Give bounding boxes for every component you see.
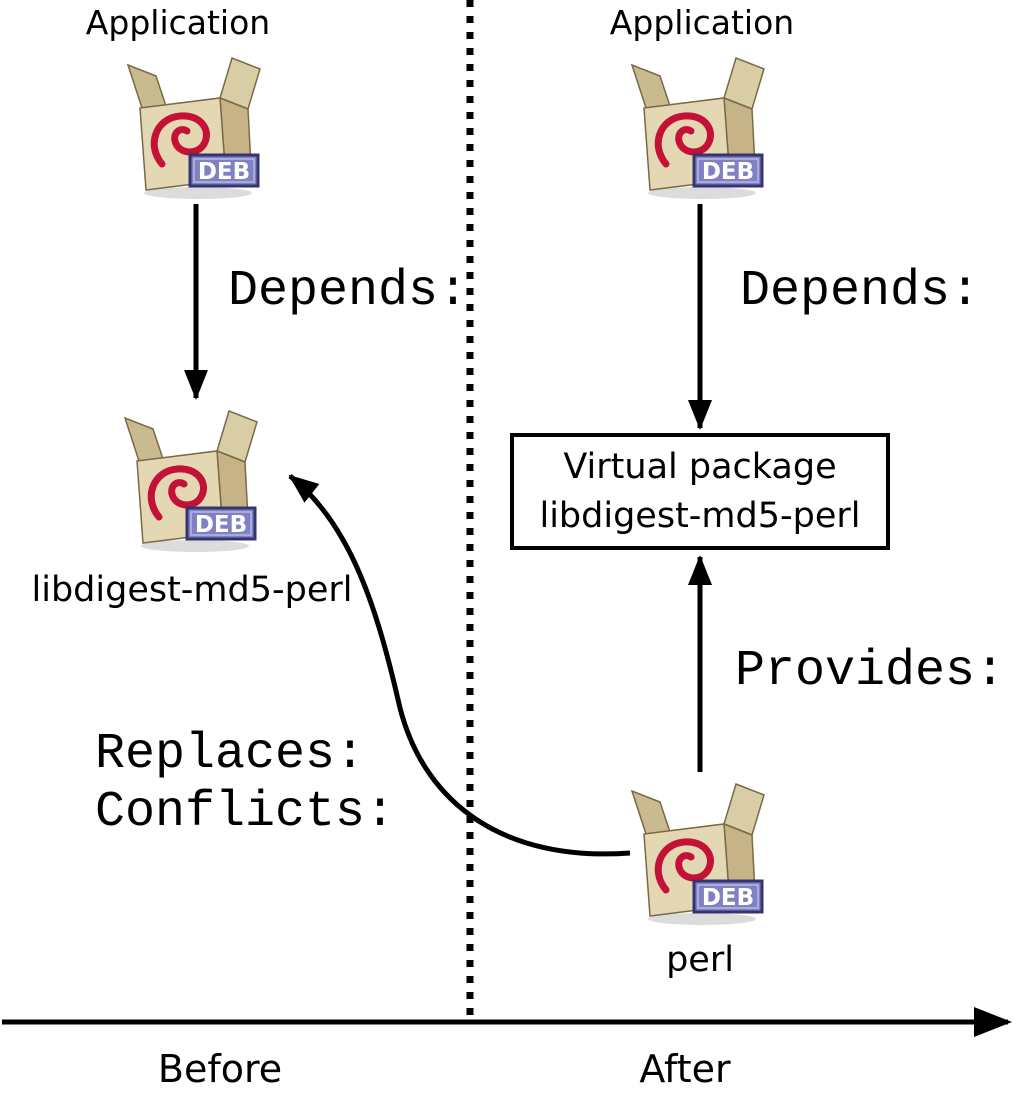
virtual-package-box: Virtual package libdigest-md5-perl xyxy=(510,433,890,550)
after-application-package-icon xyxy=(624,52,776,200)
perl-package-icon xyxy=(624,778,776,926)
conflicts-label: Conflicts: xyxy=(95,784,396,841)
after-application-label: Application xyxy=(609,3,795,42)
depends-after-label: Depends: xyxy=(740,263,981,320)
before-application-label: Application xyxy=(85,3,271,42)
depends-before-label: Depends: xyxy=(228,263,469,320)
before-application-package-icon xyxy=(120,52,272,200)
perl-package-label: perl xyxy=(666,940,734,980)
virtual-package-line2: libdigest-md5-perl xyxy=(539,495,861,536)
libdigest-package-icon xyxy=(117,405,269,553)
libdigest-package-label: libdigest-md5-perl xyxy=(31,570,353,610)
replaces-label: Replaces: xyxy=(95,726,366,783)
after-label: After xyxy=(639,1047,731,1091)
before-label: Before xyxy=(157,1047,283,1091)
virtual-package-line1: Virtual package xyxy=(563,446,837,487)
provides-label: Provides: xyxy=(735,643,1006,700)
